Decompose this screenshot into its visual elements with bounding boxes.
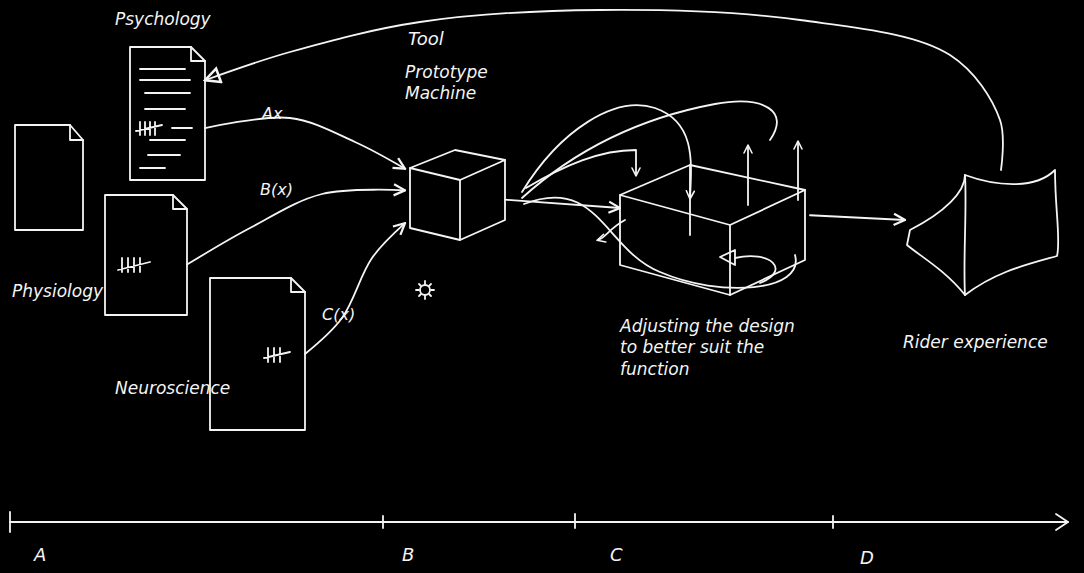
left-arrow <box>598 220 625 240</box>
outline-stroke <box>173 195 187 209</box>
tally-marks <box>136 122 162 135</box>
outline-stroke <box>210 278 305 430</box>
prototype-cube: ToolPrototype Machine <box>405 148 505 242</box>
timeline-label: D <box>860 547 874 570</box>
tally-marks <box>118 258 150 272</box>
outline-stroke <box>689 165 691 235</box>
node-outline <box>905 170 1065 295</box>
node-text: Neuroscience <box>115 378 245 399</box>
text-line <box>140 167 165 169</box>
document-node: Neuroscience <box>210 278 305 430</box>
node-text: Adjusting the design to better suit the … <box>620 316 800 380</box>
timeline-arrow <box>1056 514 1068 530</box>
node-outline <box>405 148 505 242</box>
outline-stroke <box>907 170 1058 295</box>
outline-stroke <box>191 47 205 61</box>
timeline-tick <box>9 512 11 532</box>
timeline-label: B <box>402 544 414 567</box>
outline-stroke <box>964 175 965 295</box>
up-arrow <box>747 146 749 205</box>
node-text: Tool <box>408 28 488 51</box>
timeline-label: C <box>610 544 623 567</box>
connector-arrow <box>810 215 905 220</box>
node-outline <box>210 278 305 430</box>
edge-label: Ax <box>262 104 282 124</box>
blank-document <box>15 125 83 230</box>
node-outline <box>620 150 810 295</box>
triangle-mark <box>720 250 735 265</box>
node-text: Physiology <box>12 281 122 302</box>
outline-stroke <box>620 165 805 225</box>
outline-stroke <box>130 47 205 180</box>
edge-label: C(x) <box>322 305 355 325</box>
gear-teeth <box>416 281 434 299</box>
outline-stroke <box>459 180 461 240</box>
text-line <box>140 68 185 70</box>
text-line <box>172 127 192 129</box>
node-outline <box>130 47 205 180</box>
design-flow-curve <box>524 197 796 287</box>
timeline-tick <box>574 514 576 528</box>
node-text: Psychology <box>115 9 245 30</box>
connector-arrow <box>205 118 405 169</box>
connector-arrow <box>305 223 405 354</box>
node-text: Rider experience <box>903 332 1078 353</box>
text-line <box>150 139 185 141</box>
connector-arrow <box>205 10 1003 170</box>
timeline-axis <box>10 521 1068 523</box>
document-node: Psychology <box>130 47 205 180</box>
outline-stroke <box>729 225 731 295</box>
outline-stroke <box>410 150 505 180</box>
timeline-tick <box>832 516 834 528</box>
loop-curve <box>735 256 776 283</box>
edge-label: B(x) <box>260 180 293 200</box>
connector-arrow <box>187 190 405 265</box>
outline-stroke <box>105 195 187 315</box>
timeline-tick <box>382 516 384 528</box>
page-fold <box>70 125 83 140</box>
text-line <box>145 92 190 94</box>
outline-stroke <box>620 190 805 295</box>
text-line <box>140 79 190 81</box>
design-flow-curve <box>522 105 691 198</box>
design-box: Adjusting the design to better suit the … <box>620 150 810 295</box>
outline-stroke <box>291 278 305 292</box>
document-node: Physiology <box>105 195 187 315</box>
node-text: Prototype Machine <box>405 62 505 105</box>
node-outline <box>105 195 187 315</box>
design-flow-curve <box>522 102 777 198</box>
design-flow-curve <box>526 150 636 188</box>
text-line <box>148 154 180 156</box>
outline-stroke <box>410 160 505 240</box>
text-line <box>145 108 185 110</box>
rider-shape: Rider experience <box>905 170 1065 295</box>
timeline-label: A <box>34 544 46 567</box>
up-arrow <box>797 142 799 200</box>
tally-marks <box>264 348 290 362</box>
connector-arrow <box>505 200 620 208</box>
